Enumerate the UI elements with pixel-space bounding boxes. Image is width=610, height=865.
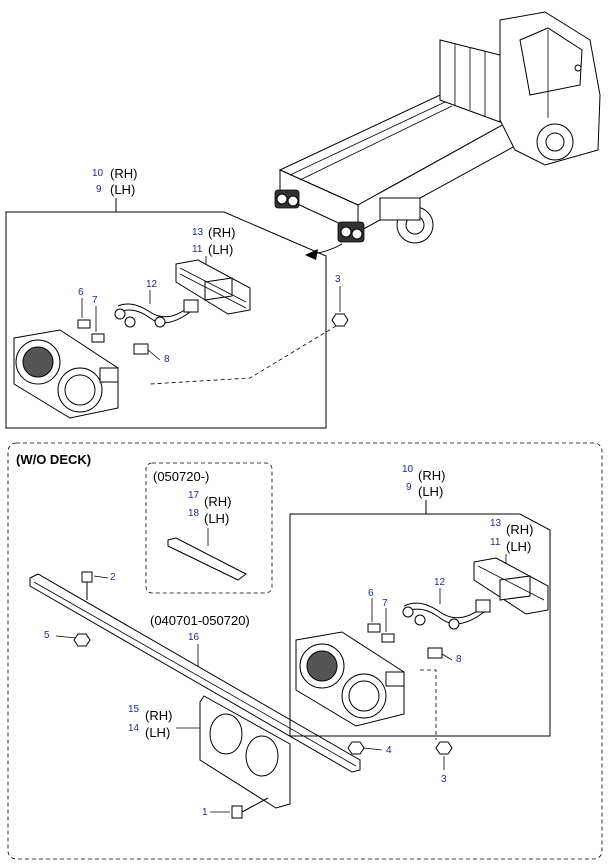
callout-11b-label: (LH) xyxy=(506,539,531,554)
callout-13b-label: (RH) xyxy=(506,522,533,537)
callout-15-label: (RH) xyxy=(145,708,172,723)
callout-6-num: 6 xyxy=(78,287,84,298)
callout-7b-num: 7 xyxy=(382,598,388,609)
callout-1-num: 1 xyxy=(202,807,208,818)
rear-lamp-housing-b xyxy=(295,631,405,727)
callout-10b-label: (RH) xyxy=(418,468,445,483)
rear-lamp-housing xyxy=(13,329,119,419)
callout-8b-num: 8 xyxy=(456,654,462,665)
wo-deck-section: (W/O DECK) (050720-) 17 (RH) 18 (LH) (04… xyxy=(7,442,603,860)
callout-11-label: (LH) xyxy=(208,242,233,257)
callout-9b-num: 9 xyxy=(406,482,412,493)
section-title: (W/O DECK) xyxy=(16,452,91,467)
callout-13-num: 13 xyxy=(192,227,204,238)
lamp-bracket xyxy=(175,259,251,315)
callout-6b-num: 6 xyxy=(368,588,374,599)
mounting-rail xyxy=(29,573,361,773)
callout-3b-num: 3 xyxy=(441,774,447,785)
callout-13-label: (RH) xyxy=(208,225,235,240)
callout-10b-num: 10 xyxy=(402,464,414,475)
date-range-label: (040701-050720) xyxy=(150,613,250,628)
lamp-mounting-plate xyxy=(199,695,291,809)
top-assembly: 10 (RH) 9 (LH) 13 (RH) 11 (LH) 12 6 xyxy=(5,166,349,429)
callout-10-label: (RH) xyxy=(110,166,137,181)
callout-10-num: 10 xyxy=(92,168,104,179)
top-assembly-frame xyxy=(5,211,327,429)
callout-8-num: 8 xyxy=(164,354,170,365)
callout-18-num: 18 xyxy=(188,508,200,519)
revision-box-title: (050720-) xyxy=(153,469,209,484)
callout-9b-label: (LH) xyxy=(418,484,443,499)
callout-15-num: 15 xyxy=(128,704,140,715)
wire-harness-b xyxy=(402,599,491,630)
callout-9-num: 9 xyxy=(96,184,102,195)
callout-17-label: (RH) xyxy=(204,494,231,509)
callout-11b-num: 11 xyxy=(490,537,501,548)
callout-18-label: (LH) xyxy=(204,511,229,526)
wo-deck-frame xyxy=(7,442,603,860)
callout-4-num: 4 xyxy=(386,745,392,756)
callout-14-num: 14 xyxy=(128,723,140,734)
lamp-bracket-b xyxy=(473,557,549,615)
callout-12b-num: 12 xyxy=(434,577,446,588)
revision-box xyxy=(145,462,273,594)
callout-7-num: 7 xyxy=(92,295,98,306)
wire-harness xyxy=(114,299,199,328)
truck-illustration xyxy=(274,11,601,260)
callout-12-num: 12 xyxy=(146,279,158,290)
callout-5-num: 5 xyxy=(44,630,50,641)
callout-11-num: 11 xyxy=(192,244,203,255)
reflector-strip xyxy=(167,537,247,581)
callout-16-num: 16 xyxy=(188,632,200,643)
callout-13b-num: 13 xyxy=(490,518,502,529)
bottom-assembly-frame xyxy=(289,513,551,737)
callout-3-num: 3 xyxy=(335,274,341,285)
callout-2-num: 2 xyxy=(110,572,116,583)
callout-17-num: 17 xyxy=(188,490,200,501)
callout-9-label: (LH) xyxy=(110,182,135,197)
callout-14-label: (LH) xyxy=(145,725,170,740)
